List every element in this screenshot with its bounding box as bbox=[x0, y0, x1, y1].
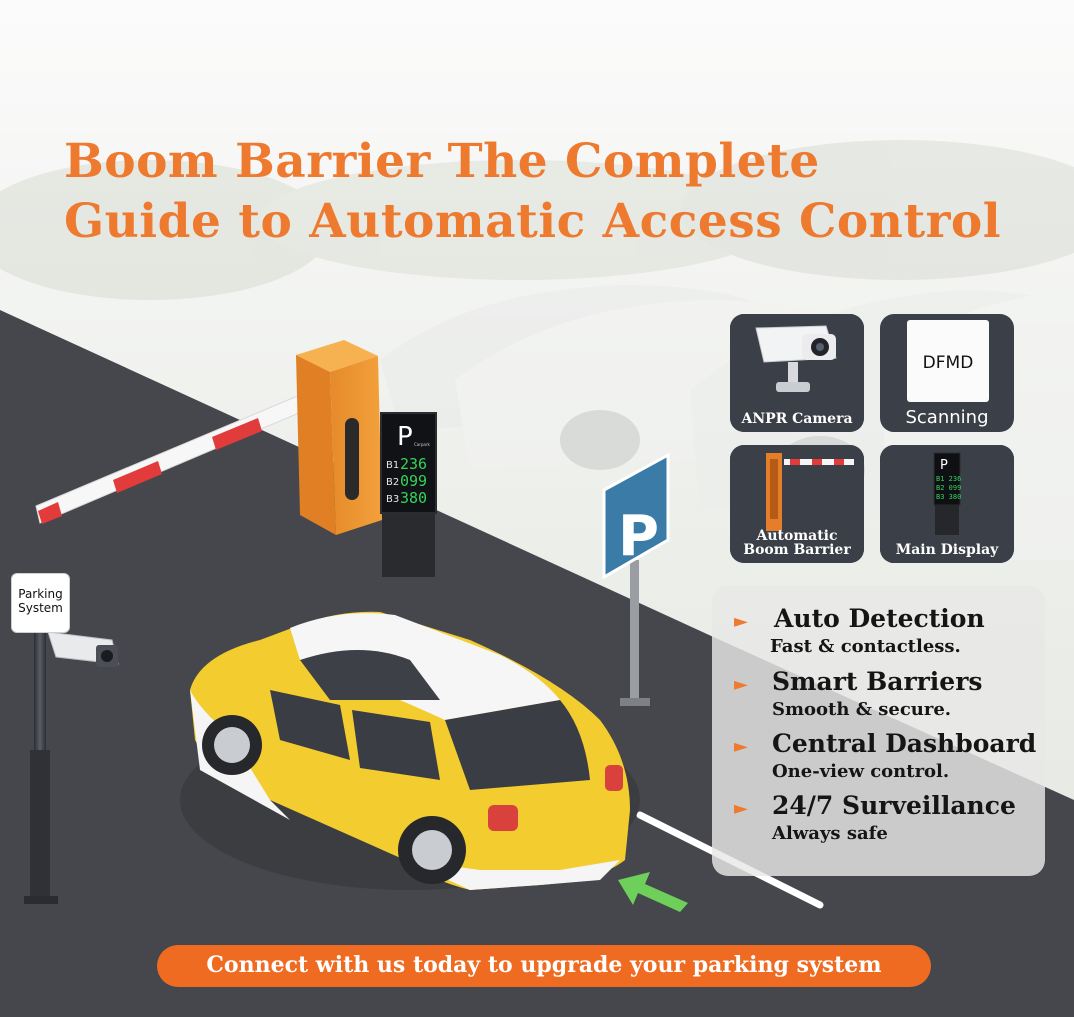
tile-main-display-label: Main Display bbox=[895, 542, 999, 558]
arrow-icon: ► bbox=[734, 674, 748, 695]
features-panel: ► Auto Detection Fast & contactless. ► S… bbox=[712, 586, 1045, 876]
barrier-cabinet bbox=[296, 340, 382, 535]
tile-scanning: DFMD Scanning bbox=[880, 314, 1014, 432]
board-subtext: Carpark bbox=[414, 442, 431, 447]
background-trees bbox=[0, 140, 1074, 300]
board-row2-count: 099 bbox=[400, 472, 427, 490]
parking-street-sign: P bbox=[602, 452, 670, 706]
cta-banner-button[interactable]: Connect with us today to upgrade your pa… bbox=[157, 945, 931, 987]
arrow-icon: ► bbox=[734, 736, 748, 757]
arrow-icon: ► bbox=[734, 611, 748, 632]
svg-text:B1 236: B1 236 bbox=[936, 475, 961, 483]
tile-anpr-camera: ANPR Camera bbox=[730, 314, 864, 432]
feature-sub: Fast & contactless. bbox=[770, 636, 961, 657]
title-line-1: Boom Barrier The Complete bbox=[64, 134, 820, 189]
tile-scanning-label: Scanning bbox=[905, 407, 989, 428]
boom-barrier-icon bbox=[730, 445, 864, 563]
parking-display-board: P Carpark B1 236 B2 099 B3 380 bbox=[380, 412, 437, 577]
feature-heading: 24/7 Surveillance bbox=[772, 791, 1016, 820]
dfmd-scanner-icon: DFMD bbox=[907, 320, 989, 402]
tile-boom-label: Automatic Boom Barrier bbox=[743, 528, 851, 558]
tile-main-display: P B1 236 B2 099 B3 380 Main Display bbox=[880, 445, 1014, 563]
dfmd-badge: DFMD bbox=[922, 353, 974, 373]
arrow-icon: ► bbox=[734, 798, 748, 819]
board-row2-level: B2 bbox=[386, 477, 399, 488]
camera-pole bbox=[24, 630, 119, 904]
pole-camera-icon bbox=[47, 631, 119, 667]
svg-text:B2 099: B2 099 bbox=[936, 484, 961, 492]
tile-boom-barrier: Automatic Boom Barrier bbox=[730, 445, 864, 563]
board-row1-level: B1 bbox=[386, 460, 399, 471]
board-p-letter: P bbox=[397, 422, 413, 452]
cta-text: Connect with us today to upgrade your pa… bbox=[206, 952, 882, 978]
feature-heading: Central Dashboard bbox=[772, 729, 1037, 758]
svg-text:B3 380: B3 380 bbox=[936, 493, 961, 501]
tile-anpr-label: ANPR Camera bbox=[741, 411, 853, 427]
parking-display-icon: P B1 236 B2 099 B3 380 bbox=[880, 445, 1014, 563]
feature-heading: Auto Detection bbox=[774, 604, 985, 633]
board-row3-level: B3 bbox=[386, 494, 399, 505]
title-line-2: Guide to Automatic Access Control bbox=[64, 194, 1002, 249]
feature-sub: Smooth & secure. bbox=[772, 699, 952, 720]
parking-system-text: Parking System bbox=[18, 587, 63, 615]
parking-system-label: Parking System bbox=[11, 573, 70, 633]
sign-p-letter: P bbox=[618, 504, 659, 569]
board-row3-count: 380 bbox=[400, 489, 427, 507]
feature-sub: One-view control. bbox=[772, 761, 950, 782]
lane-arrow bbox=[618, 872, 688, 912]
yellow-taxi-car bbox=[180, 611, 640, 890]
feature-sub: Always safe bbox=[772, 823, 888, 844]
board-row1-count: 236 bbox=[400, 455, 427, 473]
feature-heading: Smart Barriers bbox=[772, 667, 983, 696]
anpr-camera-icon bbox=[730, 314, 864, 432]
svg-text:P: P bbox=[940, 458, 948, 473]
